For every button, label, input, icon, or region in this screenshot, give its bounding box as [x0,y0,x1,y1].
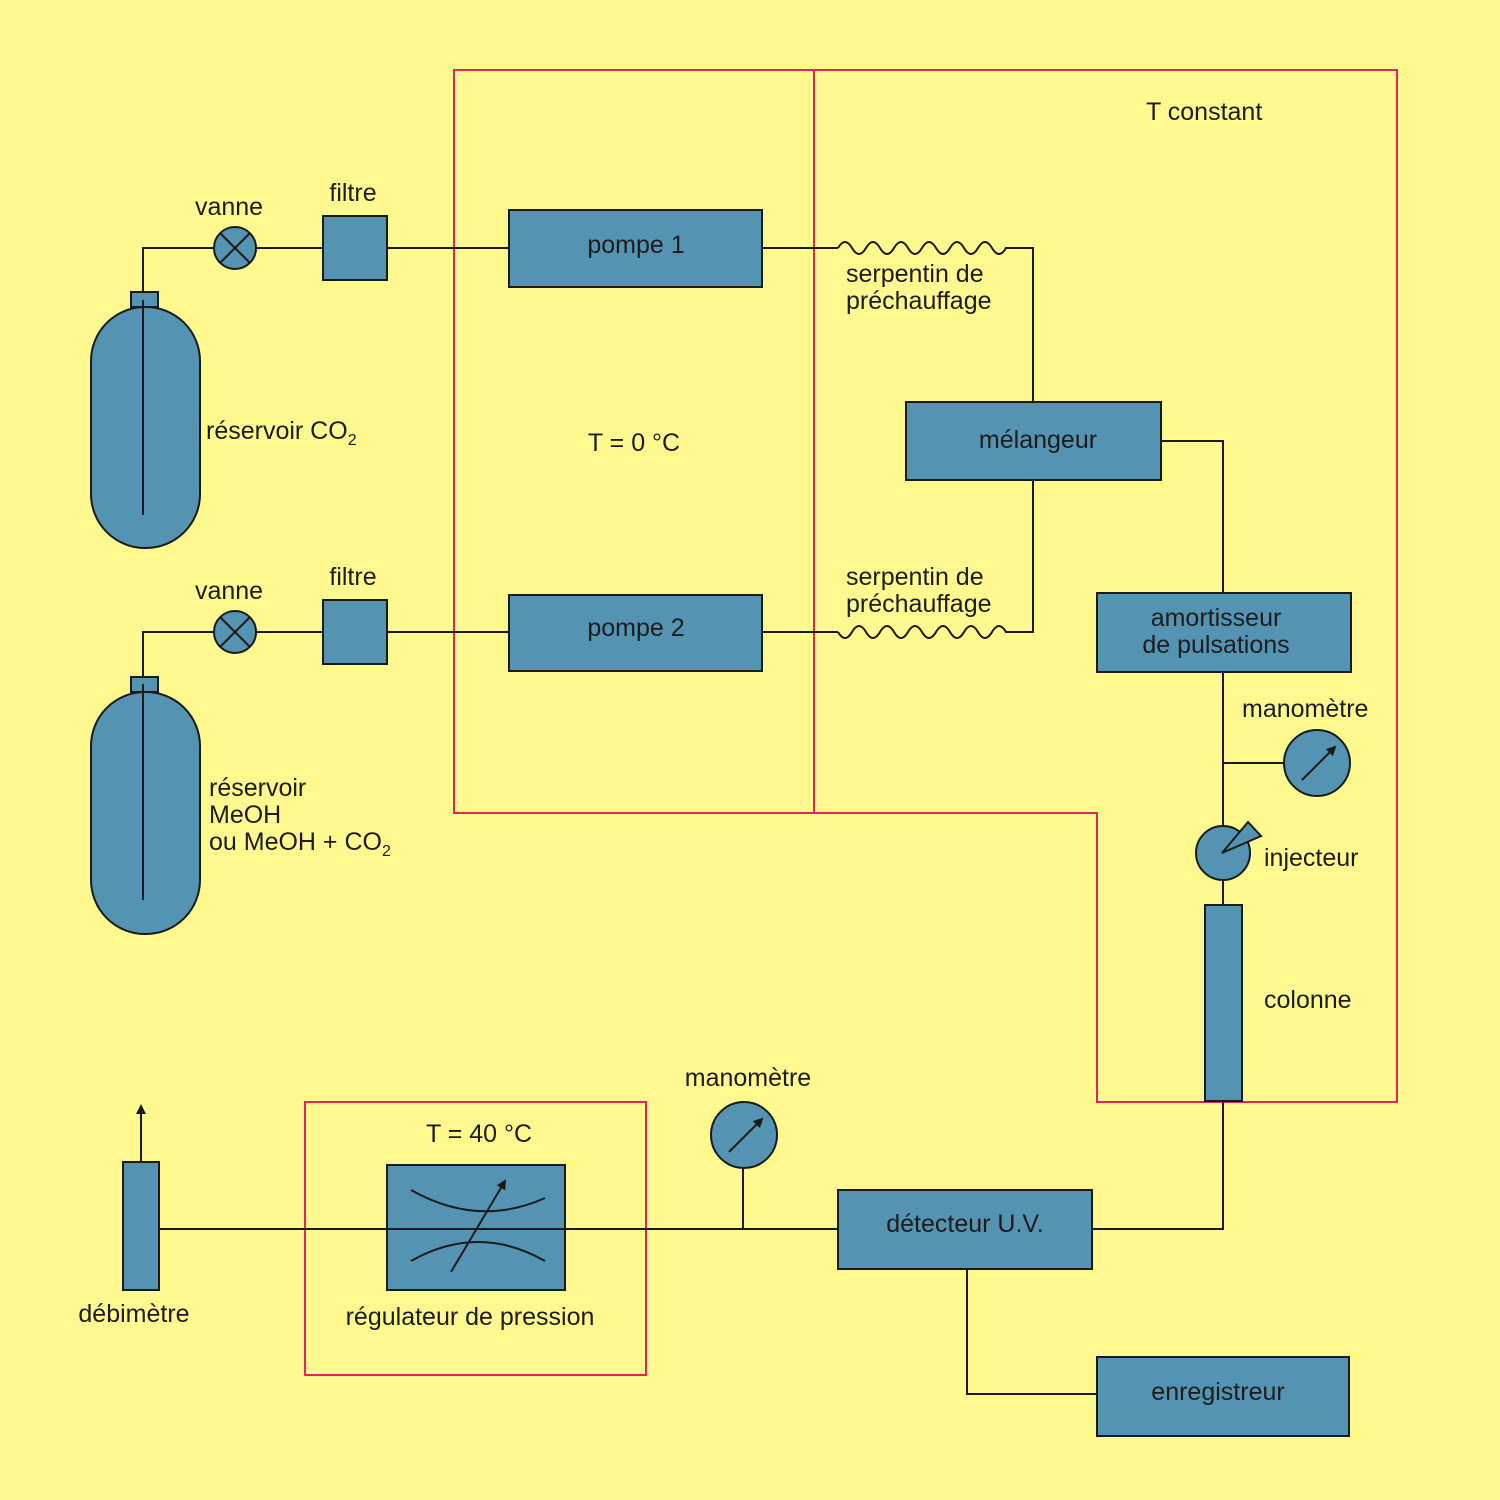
tank-meoh-label-line3: ou MeOH + CO2 [209,828,391,860]
piping [136,247,1285,1395]
valve-2-label: vanne [195,577,263,605]
gauge-top-label: manomètre [1242,695,1368,723]
filter-1-label: filtre [329,179,376,207]
valve-cross-icon[interactable] [213,610,257,654]
tank-co2-label: réservoir CO2 [206,417,357,449]
pump-1 [508,209,763,288]
pressure-gauge-icon [710,1101,778,1169]
pipe-mixer-to-damper [1161,440,1224,593]
coil-2-label-line1: serpentin de [846,563,984,591]
tank-meoh-label-line2: MeOH [209,801,281,829]
filter-2 [322,599,388,665]
flowmeter-label: débimètre [78,1300,189,1328]
uv-detector [837,1189,1093,1270]
filter-1 [322,215,388,281]
injector-icon[interactable] [1195,820,1263,881]
zone-regulator-temp-label: T = 40 °C [426,1120,532,1148]
pump-2 [508,594,763,672]
zone-pumps: T = 0 °C [453,69,815,814]
preheating-coil-2 [837,625,1007,639]
pipe-coil2-to-mixer [1005,480,1034,633]
pump-2-label: pompe 2 [587,614,684,642]
pipe-column-to-detector [1092,1100,1224,1230]
pulsation-damper [1096,592,1352,673]
zone-constant-temp-label: T constant [1146,98,1262,126]
gauge-bottom-label: manomètre [685,1064,811,1092]
regulator-label: régulateur de pression [346,1303,595,1331]
coil-1-label-line1: serpentin de [846,260,984,288]
tank-meoh [90,676,201,935]
valve-cross-icon[interactable] [213,226,257,270]
injector-label: injecteur [1264,844,1359,872]
valve-1-label: vanne [195,193,263,221]
flowmeter [122,1161,160,1291]
coil-1-label-line2: préchauffage [846,287,992,315]
pressure-gauge-icon [1283,729,1351,797]
damper-label-line1: amortisseur [1151,604,1282,632]
pressure-regulator-icon[interactable] [386,1164,566,1291]
recorder [1096,1356,1350,1437]
mixer [905,401,1162,481]
detector-label: détecteur U.V. [886,1210,1044,1238]
tank-meoh-label-line1: réservoir [209,774,306,802]
tank-co2 [90,291,201,549]
coil-2-label-line2: préchauffage [846,590,992,618]
mixer-label: mélangeur [979,426,1097,454]
zone-regulator: T = 40 °C [304,1101,647,1376]
signal-detector-to-recorder [966,1269,1097,1395]
zone-pumps-temp-label: T = 0 °C [588,429,680,457]
filter-2-label: filtre [329,563,376,591]
pipe-coil1-to-mixer [1005,247,1034,402]
damper-label-line2: de pulsations [1142,631,1289,659]
preheating-coil-1 [837,241,1007,255]
column [1204,904,1243,1102]
column-label: colonne [1264,986,1352,1014]
pump-1-label: pompe 1 [587,231,684,259]
recorder-label: enregistreur [1151,1378,1284,1406]
zone-constant: T constant [814,69,1398,1103]
